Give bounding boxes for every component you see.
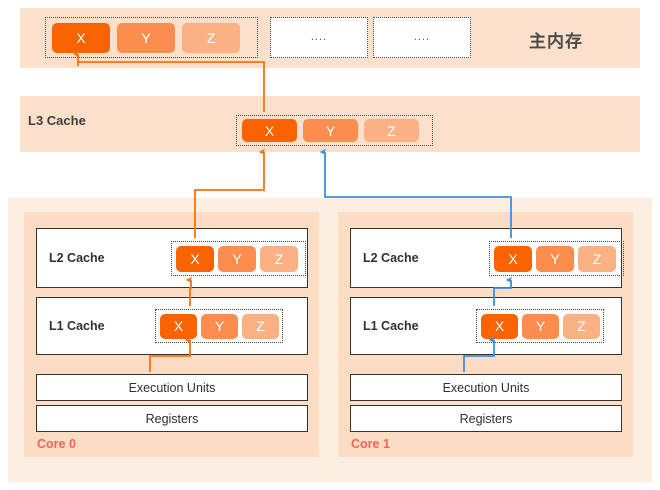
core-1-label: Core 1 (351, 437, 390, 451)
core-0-l2-cell-x[interactable]: X (176, 245, 214, 272)
l3-cache-label: L3 Cache (28, 113, 86, 128)
core-0-l1-cell-z[interactable]: Z (242, 313, 279, 339)
memory-blank-slot-2: .... (373, 17, 471, 58)
core-0-l2-cell-z[interactable]: Z (260, 245, 298, 272)
core-0-l1-cell-group: X Y Z (155, 309, 283, 343)
core-1-l2-cell-y[interactable]: Y (536, 245, 574, 272)
core-1-l1-cell-y[interactable]: Y (522, 313, 559, 339)
memory-cell-y[interactable]: Y (117, 22, 175, 53)
main-memory-label: 主内存 (529, 32, 583, 51)
core-0-registers: Registers (36, 405, 308, 432)
core-1-execution-units: Execution Units (350, 374, 622, 401)
l3-cell-z[interactable]: Z (364, 119, 419, 142)
core-1-l2-cell-z[interactable]: Z (578, 245, 616, 272)
memory-blank-slot-1: .... (270, 17, 368, 58)
core-1-l2-cell-group: X Y Z (489, 241, 624, 276)
core-0-l1-cell-x[interactable]: X (160, 313, 197, 339)
core-0-l2-cell-y[interactable]: Y (218, 245, 256, 272)
memory-cell-z[interactable]: Z (182, 22, 240, 53)
core-1-registers: Registers (350, 405, 622, 432)
core-0-l2-label: L2 Cache (49, 251, 105, 265)
core-1-l1-cell-group: X Y Z (476, 309, 604, 343)
memory-cell-x[interactable]: X (52, 22, 110, 53)
core-0-l1-cell-y[interactable]: Y (201, 313, 238, 339)
l3-cell-group: X Y Z (236, 115, 433, 146)
l3-cell-x[interactable]: X (242, 119, 297, 142)
main-memory-cell-group: X Y Z (45, 17, 258, 58)
core-1-l1-label: L1 Cache (363, 319, 419, 333)
core-1-l2-label: L2 Cache (363, 251, 419, 265)
core-1-l1-cell-z[interactable]: Z (563, 313, 600, 339)
core-1-l2-cell-x[interactable]: X (494, 245, 532, 272)
core-1-l1-cell-x[interactable]: X (481, 313, 518, 339)
core-0-label: Core 0 (37, 437, 76, 451)
core-0-l1-label: L1 Cache (49, 319, 105, 333)
l3-cell-y[interactable]: Y (303, 119, 358, 142)
core-0-execution-units: Execution Units (36, 374, 308, 401)
core-0-l2-cell-group: X Y Z (171, 241, 306, 276)
